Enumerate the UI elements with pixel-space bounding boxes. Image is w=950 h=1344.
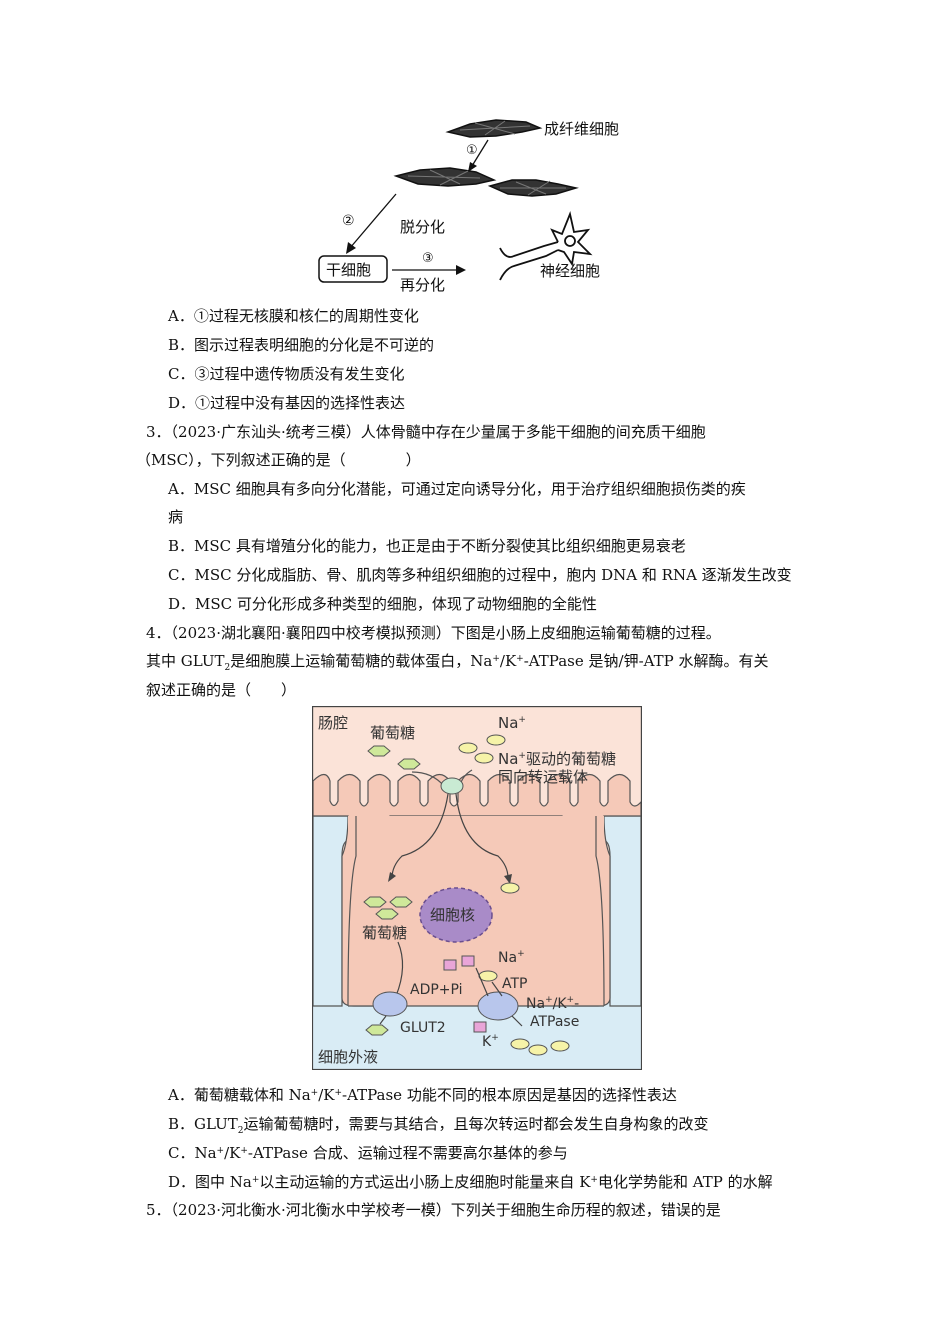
na-ion xyxy=(510,1038,530,1050)
na-ion xyxy=(528,1044,548,1056)
glucose-molecule xyxy=(367,745,391,757)
k-ion xyxy=(461,955,475,967)
q4-option-d: D．图中 Na+以主动运输的方式运出小肠上皮细胞时能量来自 K+电化学势能和 A… xyxy=(168,1173,773,1191)
na-ion xyxy=(478,970,498,982)
label-step1: ① xyxy=(466,143,478,158)
label-glut2: GLUT2 xyxy=(400,1020,446,1036)
neuron-cell xyxy=(499,210,593,281)
q5-stem-line1: 5．（2023·河北衡水·河北衡水中学校考一模）下列关于细胞生命历程的叙述，错误… xyxy=(146,1201,721,1219)
q2-option-c: C．③过程中遗传物质没有发生变化 xyxy=(168,365,405,383)
q3-stem-line2: （MSC），下列叙述正确的是（ ） xyxy=(136,451,421,469)
nucleus xyxy=(419,887,493,943)
label-dediff: 脱分化 xyxy=(400,218,445,236)
na-ion xyxy=(486,734,506,746)
q2-option-a: A．①过程无核膜和核仁的周期性变化 xyxy=(168,307,419,325)
label-adp: ADP+Pi xyxy=(410,982,463,998)
na-ion xyxy=(458,742,478,754)
glut2-protein xyxy=(372,991,408,1017)
glucose-molecule xyxy=(389,896,413,908)
figure-cell-differentiation: 成纤维细胞 ① ② 脱分化 干细胞 ③ 再分化 xyxy=(300,110,660,298)
fibroblast-cell-left xyxy=(393,167,497,187)
glucose-molecule xyxy=(397,758,421,770)
q4-option-c: C．Na+/K+-ATPase 合成、运输过程不需要高尔基体的参与 xyxy=(168,1144,568,1162)
label-glucose-mid: 葡萄糖 xyxy=(362,924,407,942)
cotransporter-protein xyxy=(440,777,464,795)
arrow-glucose-in xyxy=(391,793,449,879)
label-k: K+ xyxy=(482,1033,499,1050)
label-atp: ATP xyxy=(502,976,527,992)
label-fibroblast: 成纤维细胞 xyxy=(544,120,619,138)
k-ion xyxy=(443,959,457,971)
q3-option-a: A．MSC 细胞具有多向分化潜能，可通过定向诱导分化，用于治疗组织细胞损伤类的疾 xyxy=(168,480,746,498)
arrow-na-in xyxy=(455,793,509,879)
q3-option-d: D．MSC 可分化形成多种类型的细胞，体现了动物细胞的全能性 xyxy=(168,595,597,613)
q3-option-c: C．MSC 分化成脂肪、骨、肌肉等多种组织细胞的过程中，胞内 DNA 和 RNA… xyxy=(168,566,792,584)
arrow-step2 xyxy=(349,193,397,249)
q4-option-b: B．GLUT2运输葡萄糖时，需要与其结合，且每次转运时都会发生自身构象的改变 xyxy=(168,1115,709,1136)
k-ion xyxy=(473,1021,487,1033)
label-step2: ② xyxy=(342,213,355,229)
label-extracellular: 细胞外液 xyxy=(318,1048,378,1066)
arrow-step1 xyxy=(471,139,489,167)
figure-glucose-transport: 肠腔 葡萄糖 Na+ Na+驱动的葡萄糖 同向转运载体 葡萄糖 细胞核 G xyxy=(311,705,643,1071)
glucose-molecule xyxy=(365,1024,389,1036)
q4-stem-line3: 叙述正确的是（ ） xyxy=(146,681,297,699)
q2-option-d: D．①过程中没有基因的选择性表达 xyxy=(168,394,406,412)
na-ion xyxy=(474,752,494,764)
na-ion xyxy=(500,882,520,894)
na-k-atpase xyxy=(477,991,519,1021)
label-nucleus: 细胞核 xyxy=(430,906,475,924)
label-cotransporter-1: Na+驱动的葡萄糖 xyxy=(498,750,616,768)
glucose-molecule xyxy=(375,908,399,920)
label-lumen: 肠腔 xyxy=(318,714,348,732)
q3-option-a-cont: 病 xyxy=(168,508,184,526)
q4-stem-line2: 其中 GLUT2是细胞膜上运输葡萄糖的载体蛋白，Na+/K+-ATPase 是钠… xyxy=(146,652,769,673)
fibroblast-cell-top xyxy=(445,119,543,138)
fibroblast-cell-right xyxy=(487,179,579,197)
label-stem-cell: 干细胞 xyxy=(326,261,371,279)
label-pump-2: ATPase xyxy=(530,1014,579,1030)
q3-stem-line1: 3．（2023·广东汕头·统考三模）人体骨髓中存在少量属于多能干细胞的间充质干细… xyxy=(146,423,706,441)
label-cotransporter-2: 同向转运载体 xyxy=(498,768,588,786)
label-pump-1: Na+/K+- xyxy=(526,995,579,1012)
q2-option-b: B．图示过程表明细胞的分化是不可逆的 xyxy=(168,336,435,354)
na-ion xyxy=(550,1040,570,1052)
label-step3: ③ xyxy=(422,251,434,266)
q4-stem-line1: 4．（2023·湖北襄阳·襄阳四中校考模拟预测）下图是小肠上皮细胞运输葡萄糖的过… xyxy=(146,624,721,642)
label-glucose-top: 葡萄糖 xyxy=(370,724,415,742)
q4-option-a: A．葡萄糖载体和 Na+/K+-ATPase 功能不同的根本原因是基因的选择性表… xyxy=(168,1086,677,1104)
label-na-top: Na+ xyxy=(498,714,526,732)
label-na-mid: Na+ xyxy=(498,949,525,966)
label-rediff: 再分化 xyxy=(400,276,445,294)
stem-cell-box xyxy=(318,255,388,283)
label-neuron: 神经细胞 xyxy=(540,262,600,280)
glucose-molecule xyxy=(363,896,387,908)
q3-option-b: B．MSC 具有增殖分化的能力，也正是由于不断分裂使其比组织细胞更易衰老 xyxy=(168,537,686,555)
